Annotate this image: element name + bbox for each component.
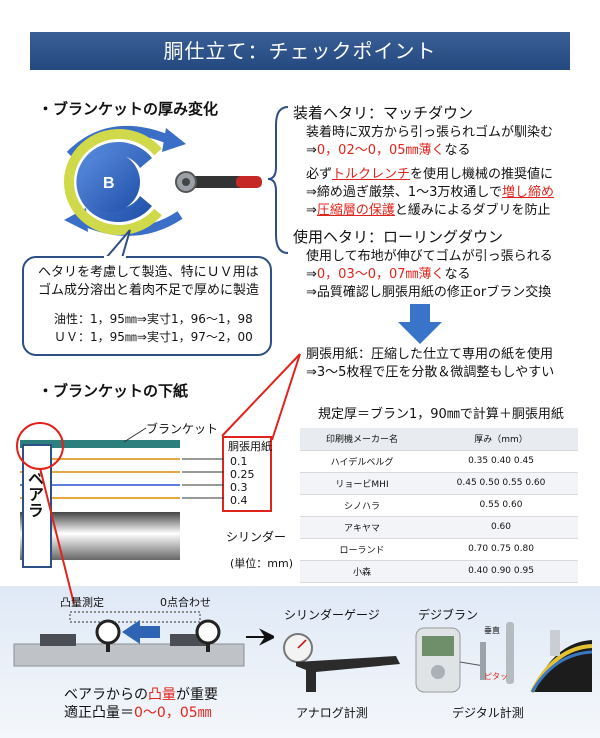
paper-val-1: 0.1: [230, 455, 248, 468]
blanket-label: ブランケット: [146, 422, 219, 436]
paper-layer-2: [20, 471, 180, 473]
table-caption: 規定厚＝ブラン1，90㎜で計算＋胴張用紙: [318, 407, 564, 422]
heading-match-down: 装着ヘタリ：マッチダウン: [293, 104, 474, 122]
cylinder-gauge-title: シリンダーゲージ: [284, 608, 380, 622]
paper-legend-title: 胴張用紙: [228, 440, 272, 453]
callout-oil-spec: 油性：1，95㎜⇒実寸1，96～1，98: [54, 312, 253, 326]
digi-note-vertical: 垂直: [484, 626, 500, 635]
text-rolling-down-1: 使用して布地が伸びてゴムが引っ張られる: [306, 249, 553, 264]
right-brace: [268, 106, 289, 254]
callout-pointer: [103, 229, 131, 260]
paper-val-4: 0.4: [230, 494, 248, 507]
bearer-label: ベアラ: [25, 470, 44, 518]
section-title-thickness: ・ブランケットの厚み変化: [38, 100, 219, 118]
right-arrow-icon: [246, 628, 274, 646]
section-title-underlay: ・ブランケットの下紙: [38, 382, 189, 400]
paper-layer-3: [20, 484, 180, 486]
callout-line-2: ゴム成分溶出と着肉不足で厚めに製造: [38, 283, 260, 298]
text-rolling-down-3: ⇒品質確認し胴張用紙の修正orブラン交換: [306, 285, 552, 300]
digital-label: デジタル計測: [452, 706, 524, 720]
analog-label: アナログ計測: [296, 706, 368, 720]
cylinder-label: シリンダー: [226, 530, 287, 544]
heading-rolling-down: 使用ヘタリ：ローリングダウン: [293, 228, 504, 246]
paper-layer-4: [20, 497, 180, 499]
text-torque-2: ⇒締め過ぎ厳禁、1～3万枚通しで増し締め: [306, 185, 555, 200]
down-arrow-icon: [398, 304, 442, 344]
table-header-row: 印刷機メーカー名 厚み（mm）: [300, 428, 578, 451]
paper-val-3: 0.3: [230, 481, 248, 494]
callout-line-1: ヘタリを考慮して製造、特にＵＶ用は: [38, 265, 259, 280]
gauge-label-zero: 0点合わせ: [160, 596, 211, 609]
paper-pointer-lines: [182, 458, 224, 499]
bearer-highlight-circle: [16, 422, 64, 470]
bottom-note-2: 適正凸量＝0～0，05㎜: [64, 705, 212, 721]
digi-note-fit: ピタッ: [484, 672, 508, 681]
callout-uv-spec: ＵＶ：1，95㎜⇒実寸1，97～2，00: [54, 330, 253, 344]
diagram-label-b: B: [103, 175, 115, 192]
text-paper-2: ⇒3～5枚程で圧を分散＆微調整もしやすい: [306, 365, 555, 380]
gauge-machine-diagram: [13, 611, 245, 667]
text-paper-1: 胴張用紙：圧縮した仕立て専用の紙を使用: [306, 347, 554, 362]
blanket-layer: [20, 440, 180, 448]
text-torque-3: ⇒圧縮層の保護と緩みによるダブリを防止: [306, 203, 551, 218]
red-connector-lines: [221, 353, 301, 441]
bottom-note-1: ベアラからの凸量が重要: [64, 687, 218, 703]
cylinder-gauge-image: [283, 633, 400, 692]
paper-val-2: 0.25: [230, 468, 255, 481]
text-torque-1: 必ずトルクレンチを使用し機械の推奨値に: [306, 167, 554, 182]
blanket-cylinder-diagram: B: [63, 125, 262, 236]
text-rolling-down-2: ⇒0，03～0，07㎜薄くなる: [306, 267, 471, 282]
table-header-thickness: 厚み（mm）: [424, 428, 578, 451]
text-match-down-1: 装着時に双方から引っ張られゴムが馴染む: [306, 125, 554, 140]
unit-label: (単位：mm): [230, 557, 294, 570]
table-header-maker: 印刷機メーカー名: [300, 428, 424, 451]
paper-legend-box: [222, 436, 272, 512]
page-title: 胴仕立て：チェックポイント: [30, 32, 570, 70]
text-match-down-2: ⇒0，02～0，05㎜薄くなる: [306, 143, 471, 158]
digi-title: デジブラン: [418, 608, 479, 622]
callout-manufacturing-note: [22, 256, 272, 356]
digital-gauge-image: [415, 622, 593, 693]
paper-layer-1: [20, 458, 180, 460]
gauge-label-measure: 凸量測定: [60, 596, 104, 609]
